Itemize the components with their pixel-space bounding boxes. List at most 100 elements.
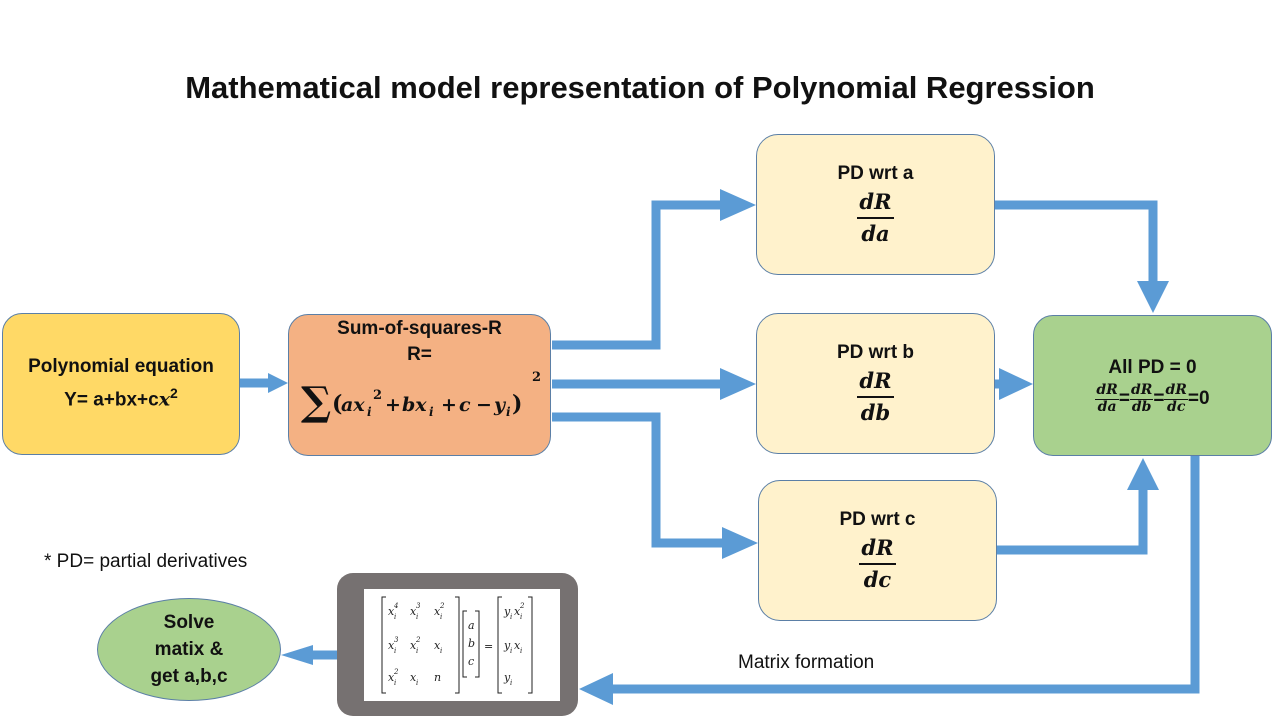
svg-text:x: x [410, 605, 417, 618]
svg-text:x: x [514, 605, 521, 618]
polynomial-label: Polynomial equation [28, 356, 214, 378]
arrowhead-poly-to-sos [268, 373, 288, 393]
svg-text:i: i [367, 405, 372, 419]
svg-text:x: x [434, 605, 441, 618]
sum-of-squares-r-label: R= [407, 344, 432, 365]
polynomial-equation-box: Polynomial equation Y= a+bx+cx2 [2, 313, 240, 455]
svg-text:i: i [510, 647, 512, 655]
svg-text:c: c [459, 394, 471, 416]
arrowhead-all-to-matrix [579, 673, 613, 705]
svg-text:): ) [512, 391, 522, 417]
svg-text:y: y [503, 671, 511, 684]
svg-text:i: i [416, 647, 418, 655]
pd-wrt-a-fraction: dR da [857, 188, 894, 246]
svg-text:2: 2 [439, 602, 445, 610]
svg-text:−: − [476, 394, 492, 416]
svg-text:n: n [434, 671, 441, 684]
pd-wrt-c-fraction: dR dc [859, 534, 896, 592]
svg-text:x: x [410, 671, 417, 684]
matrix-formation-label: Matrix formation [738, 652, 875, 673]
vector-cell: a [468, 619, 475, 632]
svg-text:x: x [388, 671, 395, 684]
svg-text:i: i [429, 405, 434, 419]
svg-text:∑: ∑ [301, 378, 331, 425]
svg-text:x: x [410, 639, 417, 652]
pd-wrt-b-box: PD wrt b dR db [756, 313, 995, 454]
svg-text:i: i [416, 613, 418, 621]
sum-of-squares-formula: ∑ ( ax i 2 + bx i + c − y i ) 2 [301, 370, 541, 425]
svg-text:y: y [493, 394, 507, 416]
arrow-all-to-matrix [611, 456, 1200, 694]
svg-text:a: a [468, 619, 475, 632]
svg-text:bx: bx [402, 394, 427, 416]
svg-text:y: y [503, 605, 511, 618]
arrow-pdc-to-all [997, 488, 1148, 555]
arrowhead-pdc-to-all [1127, 458, 1159, 490]
svg-text:c: c [468, 655, 474, 668]
svg-text:b: b [468, 637, 475, 650]
svg-text:i: i [520, 647, 522, 655]
svg-text:i: i [394, 647, 396, 655]
pd-wrt-c-box: PD wrt c dR dc [758, 480, 997, 621]
svg-text:3: 3 [394, 636, 399, 644]
solve-matrix-ellipse: Solve matix & get a,b,c [97, 598, 281, 701]
svg-text:(: ( [332, 391, 342, 417]
vector-cell: c [468, 655, 474, 668]
matrix-equals-sign: = [484, 640, 493, 653]
svg-text:i: i [520, 613, 522, 621]
arrow-sos-to-pda [552, 200, 722, 350]
arrowhead-sos-to-pdb [720, 368, 756, 400]
svg-text:x: x [388, 605, 395, 618]
pd-wrt-a-label: PD wrt a [837, 162, 914, 184]
svg-text:x: x [434, 639, 441, 652]
vector-cell: b [468, 637, 475, 650]
diagram-title: Mathematical model representation of Pol… [185, 70, 1095, 105]
arrowhead-pdb-to-all [999, 368, 1033, 400]
arrow-pda-to-all [995, 200, 1158, 283]
svg-text:2: 2 [519, 602, 525, 610]
matrix-cell: n [434, 671, 441, 684]
svg-text:x: x [514, 639, 521, 652]
arrowhead-sos-to-pda [720, 189, 756, 221]
arrowhead-sos-to-pdc [722, 527, 758, 559]
svg-text:i: i [416, 679, 418, 687]
svg-text:i: i [440, 613, 442, 621]
all-pd-zero-title: All PD = 0 [1108, 356, 1197, 378]
polynomial-formula: Y= a+bx+cx2 [64, 385, 178, 411]
svg-text:2: 2 [532, 370, 541, 385]
svg-text:y: y [503, 639, 511, 652]
pd-wrt-b-label: PD wrt b [836, 341, 915, 363]
svg-text:3: 3 [416, 602, 421, 610]
svg-text:i: i [510, 679, 512, 687]
pd-wrt-a-box: PD wrt a dR da [756, 134, 995, 275]
svg-text:ax: ax [341, 394, 365, 416]
svg-text:4: 4 [393, 602, 398, 610]
sum-of-squares-box: Sum-of-squares-R R= ∑ ( ax i 2 + bx i + … [288, 314, 551, 456]
pd-wrt-c-label: PD wrt c [839, 508, 916, 530]
pd-wrt-b-fraction: dR db [857, 367, 894, 425]
svg-text:i: i [506, 405, 511, 419]
svg-text:2: 2 [393, 668, 399, 676]
svg-text:+: + [441, 394, 457, 416]
svg-text:i: i [510, 613, 512, 621]
